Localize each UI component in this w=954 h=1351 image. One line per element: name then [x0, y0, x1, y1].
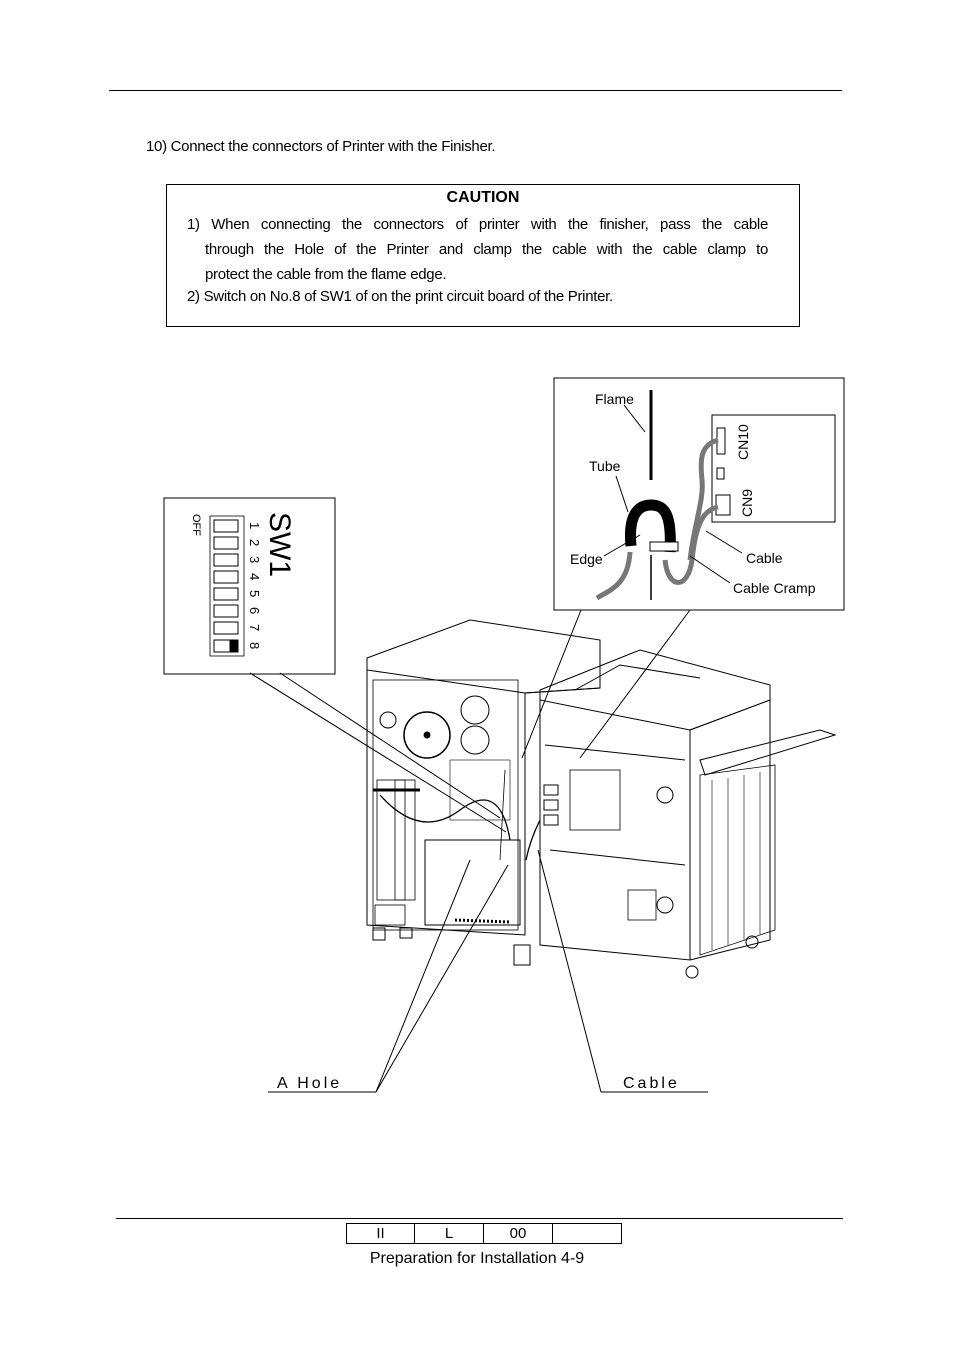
- caution-title: CAUTION: [446, 189, 520, 206]
- label-tube: Tube: [589, 458, 621, 474]
- caution-item-1-line-1: 1) When connecting the connectors of pri…: [187, 216, 768, 233]
- callout-cable: Cable: [623, 1075, 680, 1092]
- sw1-number-2: 2: [247, 539, 262, 546]
- tube-shape: [624, 499, 676, 553]
- cable-clamp: [649, 541, 679, 552]
- label-cable-cramp: Cable Cramp: [733, 580, 816, 596]
- step-instruction: 10) Connect the connectors of Printer wi…: [146, 138, 496, 155]
- label-edge: Edge: [570, 551, 603, 567]
- sw1-number-4: 4: [247, 573, 262, 580]
- sw1-number-7: 7: [247, 624, 262, 631]
- cable-detail-box: [553, 377, 845, 611]
- printer-machine: [366, 619, 601, 966]
- sw1-number-1: 1: [247, 522, 262, 529]
- sw1-detail-box: [163, 497, 336, 675]
- revision-cell-2: L: [414, 1223, 484, 1244]
- revision-cell-3: 00: [483, 1223, 553, 1244]
- sw1-number-3: 3: [247, 556, 262, 563]
- finisher-machine: [525, 649, 837, 979]
- sw1-switch-8-on: [229, 639, 239, 653]
- revision-cell-4: [552, 1223, 622, 1244]
- label-cn9: CN9: [739, 489, 755, 517]
- sw1-off-label: OFF: [190, 514, 202, 536]
- header-rule: [109, 90, 842, 91]
- sw1-number-6: 6: [247, 607, 262, 614]
- callout-hole: A Hole: [277, 1075, 342, 1092]
- caution-box: CAUTION 1) When connecting the connector…: [166, 184, 800, 327]
- sw1-number-8: 8: [247, 642, 262, 649]
- pcb-board: [711, 414, 836, 523]
- label-cable: Cable: [746, 550, 783, 566]
- cn9-connector: [715, 494, 731, 516]
- caution-item-1: 1) When connecting the connectors of pri…: [187, 212, 768, 287]
- sw1-title: SW1: [263, 512, 296, 577]
- footer-rule: [116, 1218, 843, 1219]
- caution-item-1-line-3: protect the cable from the flame edge.: [205, 266, 447, 283]
- label-flame: Flame: [595, 391, 634, 407]
- caution-item-1-line-2: through the Hole of the Printer and clam…: [205, 241, 768, 258]
- page-footer: Preparation for Installation 4-9: [369, 1250, 585, 1267]
- revision-table: II L 00: [346, 1223, 622, 1244]
- label-cn10: CN10: [735, 424, 751, 460]
- revision-cell-1: II: [346, 1223, 415, 1244]
- caution-item-2: 2) Switch on No.8 of SW1 of on the print…: [187, 288, 613, 305]
- sw1-number-5: 5: [247, 590, 262, 597]
